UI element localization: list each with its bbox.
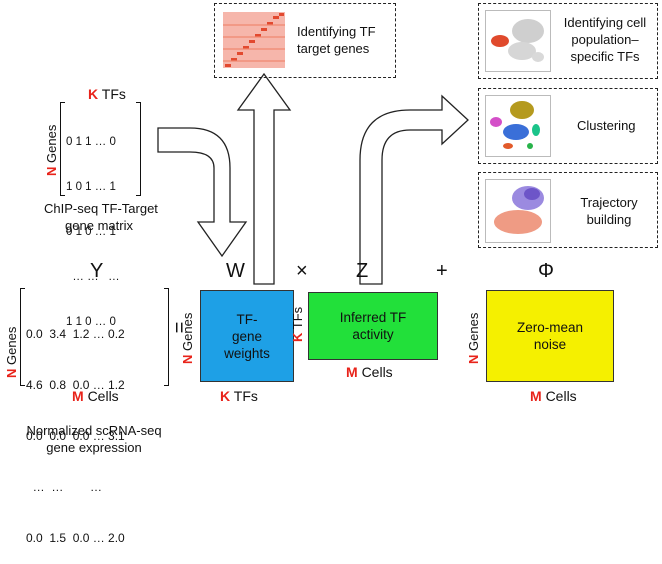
panel-trajectory: Trajectory building <box>478 172 658 248</box>
w-matrix-box: TF- gene weights <box>200 290 294 382</box>
y-row-label: N Genes <box>4 326 19 378</box>
symbol-times: × <box>296 260 308 282</box>
symbol-plus: + <box>436 260 448 282</box>
heatmap-icon <box>223 12 285 68</box>
y-col-label: M Cells <box>72 388 119 404</box>
panel-target-genes: Identifying TF target genes <box>214 3 396 78</box>
tsne-population-thumbnail <box>485 10 551 72</box>
symbol-y: Y <box>90 260 104 282</box>
panel-population-tfs: Identifying cell population– specific TF… <box>478 3 658 79</box>
chip-row: 1 1 0 … 0 <box>66 316 116 328</box>
up-arrow <box>236 72 292 285</box>
y-row: 0.0 0.0 0.0 … 3.1 <box>26 429 125 443</box>
y-bracket-right <box>164 288 169 386</box>
clustering-label: Clustering <box>577 118 636 133</box>
z-matrix-box: Inferred TF activity <box>308 292 438 360</box>
symbol-phi: Φ <box>538 260 554 282</box>
symbol-w: W <box>226 260 245 282</box>
chip-col-label: K TFs <box>88 86 126 102</box>
chip-row: 1 0 1 … 1 <box>66 181 116 193</box>
trajectory-thumbnail <box>485 179 551 243</box>
y-row: … … … <box>26 480 106 494</box>
tsne-clustering-icon <box>490 101 540 149</box>
chip-caption: ChIP-seq TF-Target gene matrix <box>44 201 158 233</box>
w-row-label: N Genes <box>180 312 195 364</box>
chip-row: 0 1 0 … 1 <box>66 226 116 238</box>
curved-down-arrow <box>157 127 248 258</box>
chip-row: … … … <box>66 271 123 283</box>
trajectory-icon <box>494 186 544 234</box>
chip-bracket-right <box>136 102 141 196</box>
y-row: 4.6 0.8 0.0 … 1.2 <box>26 378 125 392</box>
z-col-label: M Cells <box>346 364 393 380</box>
symbol-z: Z <box>356 260 369 282</box>
flow-arrows <box>157 72 469 285</box>
y-bracket-left <box>20 288 25 386</box>
phi-row-label: N Genes <box>466 312 481 364</box>
y-caption: Normalized scRNA-seq gene expression <box>26 423 162 455</box>
phi-col-label: M Cells <box>530 388 577 404</box>
target-genes-label: Identifying TF target genes <box>297 24 376 56</box>
curved-right-arrow <box>359 94 469 285</box>
chip-row: 0 1 1 … 0 <box>66 136 116 148</box>
tsne-clustering-thumbnail <box>485 95 551 157</box>
w-col-label: K TFs <box>220 388 258 404</box>
tsne-population-icon <box>491 19 544 62</box>
chip-matrix-values: 0 1 1 … 0 1 0 1 … 1 0 1 0 … 1 … … … 1 1 … <box>66 105 123 345</box>
z-row-label: K TFs <box>290 306 305 342</box>
phi-matrix-box: Zero-mean noise <box>486 290 614 382</box>
y-row: 0.0 1.5 0.0 … 2.0 <box>26 531 125 545</box>
panel-clustering: Clustering <box>478 88 658 164</box>
trajectory-label: Trajectory building <box>580 195 638 227</box>
y-row: 0.0 3.4 1.2 … 0.2 <box>26 327 125 341</box>
population-tfs-label: Identifying cell population– specific TF… <box>563 15 647 64</box>
heatmap-thumbnail <box>223 12 285 68</box>
chip-bracket-left <box>60 102 65 196</box>
